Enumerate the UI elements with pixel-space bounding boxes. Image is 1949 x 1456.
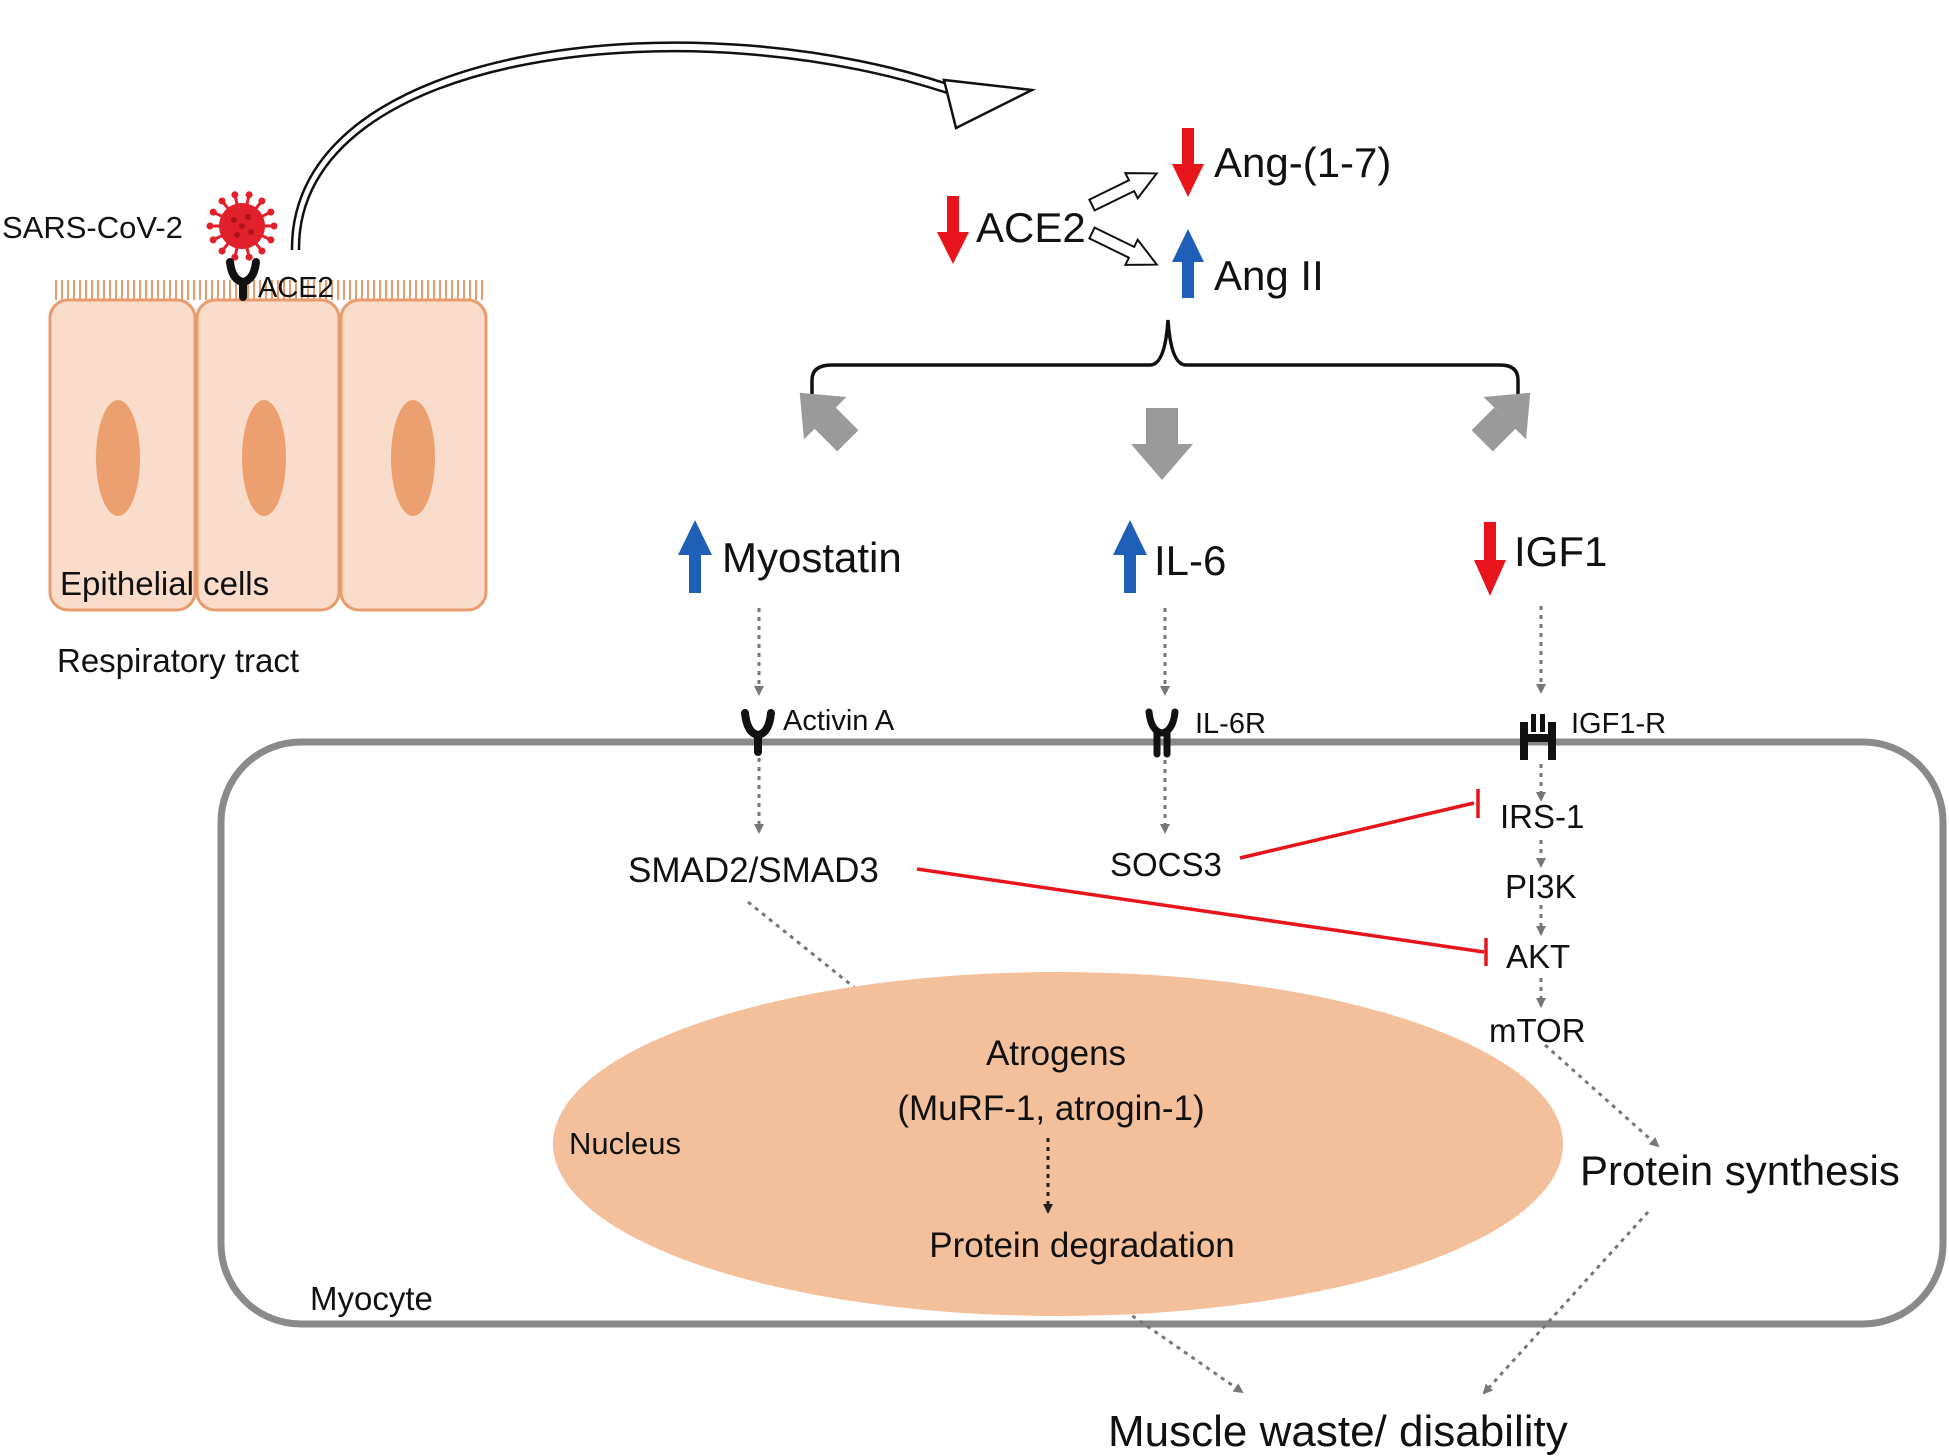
epithelial-cells-label: Epithelial cells [60, 565, 269, 602]
angii-up-arrow-icon [1172, 229, 1204, 298]
grey-arrow-myostatin [799, 392, 859, 452]
igf1-down-arrow-icon [1474, 522, 1506, 596]
igf1r-receptor-icon [1520, 714, 1556, 760]
ace2-to-angii-arrow [1088, 226, 1159, 266]
socs3-inhibits-irs1 [1239, 789, 1480, 860]
outcome-label: Muscle waste/ disability [1108, 1407, 1568, 1456]
epithelial-nucleus-1 [96, 400, 140, 516]
nucleus-label: Nucleus [569, 1126, 681, 1161]
mtor-label: mTOR [1489, 1012, 1586, 1049]
activin-a-receptor-icon [741, 709, 775, 756]
grey-arrow-il6 [1131, 408, 1193, 480]
ace2-down-arrow-icon [937, 196, 969, 264]
protein-synthesis-label: Protein synthesis [1580, 1147, 1900, 1194]
irs1-label: IRS-1 [1500, 798, 1584, 835]
il6r-label: IL-6R [1195, 708, 1266, 740]
myocyte-label: Myocyte [310, 1280, 433, 1317]
protein-degradation-label: Protein degradation [929, 1226, 1235, 1265]
pi3k-label: PI3K [1505, 868, 1577, 905]
myostatin-label: Myostatin [722, 534, 902, 581]
ang-ii-label: Ang II [1214, 252, 1324, 299]
ace2-receptor-icon [226, 258, 260, 301]
synthesis-to-outcome-arrow [1482, 1210, 1650, 1395]
ace2-label: ACE2 [976, 204, 1086, 251]
smad-label: SMAD2/SMAD3 [628, 851, 879, 890]
igf1-label: IGF1 [1514, 528, 1607, 575]
cilia [55, 280, 483, 300]
igf1r-label: IGF1-R [1571, 708, 1666, 740]
myocyte-membrane [217, 738, 1947, 1328]
ace2-receptor-label: ACE2 [258, 272, 334, 304]
akt-label: AKT [1506, 938, 1570, 975]
il6r-receptor-icon [1145, 708, 1179, 758]
activin-a-label: Activin A [783, 705, 895, 737]
mtor-to-protein-synthesis-arrow [1544, 1043, 1660, 1148]
degradation-to-outcome-arrow [1087, 1283, 1244, 1394]
branch-brace [810, 319, 1520, 416]
myostatin-up-arrow-icon [678, 520, 712, 593]
ang-1-7-label: Ang-(1-7) [1214, 139, 1391, 186]
atrogens-label: Atrogens [986, 1034, 1126, 1073]
epithelial-nucleus-2 [242, 400, 286, 516]
grey-arrow-igf1 [1471, 392, 1531, 452]
myocyte-nucleus [553, 972, 1563, 1316]
virus-effect-curved-arrow [290, 41, 1037, 251]
sars-cov-2-label: SARS-CoV-2 [2, 210, 183, 245]
atrogens-detail-label: (MuRF-1, atrogin-1) [897, 1089, 1204, 1128]
socs3-label: SOCS3 [1110, 846, 1222, 883]
virus-icon [206, 191, 278, 261]
respiratory-tract-label: Respiratory tract [57, 642, 299, 679]
epithelial-nucleus-3 [391, 400, 435, 516]
smad-inhibits-akt [916, 867, 1488, 966]
respiratory-epithelium: Epithelial cells Respiratory tract [48, 280, 488, 679]
il6-up-arrow-icon [1113, 520, 1147, 593]
ace2-to-ang17-arrow [1088, 172, 1159, 212]
il6-label: IL-6 [1154, 537, 1226, 584]
ang17-down-arrow-icon [1172, 128, 1204, 197]
